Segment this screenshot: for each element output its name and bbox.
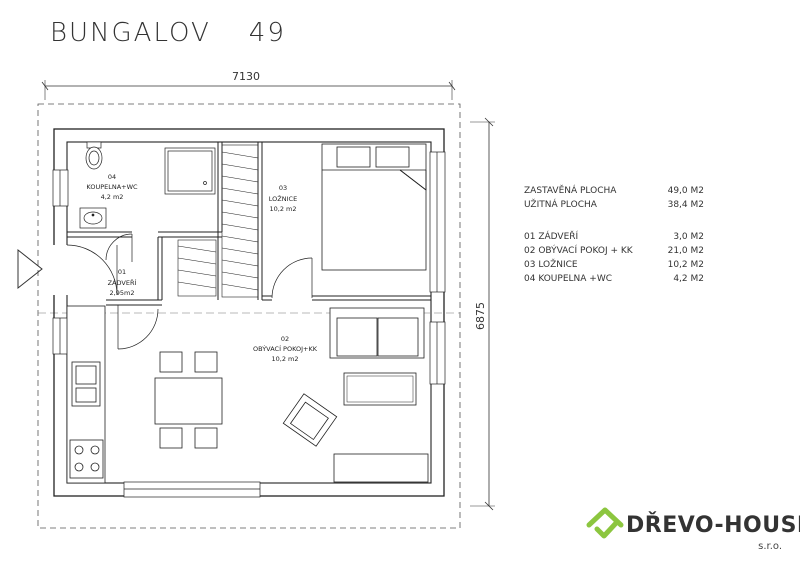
summary-room-value: 3,0 M2 <box>673 232 704 242</box>
width-dimension: 7130 <box>232 70 260 83</box>
room-name-hall: ZÁDVEŘÍ <box>108 278 137 287</box>
depth-dimension: 6875 <box>474 302 487 330</box>
coffee-table <box>343 372 417 406</box>
room-code-bedroom: 03 <box>279 184 287 192</box>
plan-title: BUNGALOV 49 <box>50 18 286 48</box>
logo-brand: DŘEVO-HOUSE <box>626 513 800 538</box>
entrance-arrow-icon <box>17 248 43 290</box>
room-name-living: OBÝVACÍ POKOJ+KK <box>253 344 318 353</box>
roof-outline <box>37 103 461 529</box>
summary-usable-label: UŽITNÁ PLOCHA <box>524 200 597 210</box>
summary-room-label: 01 ZÁDVEŘÍ <box>524 232 579 242</box>
room-code-bathroom: 04 <box>108 173 116 181</box>
plan-title-name: BUNGALOV <box>50 18 211 48</box>
room-code-hall: 01 <box>118 268 126 276</box>
summary-built-value: 49,0 M2 <box>667 186 704 196</box>
logo-sub: s.r.o. <box>758 541 782 552</box>
sofa <box>329 307 425 359</box>
windows <box>52 151 446 498</box>
area-summary: ZASTAVĚNÁ PLOCHA 49,0 M2 UŽITNÁ PLOCHA 3… <box>524 184 704 286</box>
room-area-bathroom: 4,2 m2 <box>101 193 124 201</box>
summary-room-value: 4,2 M2 <box>673 274 704 284</box>
plan-title-number: 49 <box>248 18 286 48</box>
summary-built-label: ZASTAVĚNÁ PLOCHA <box>524 186 617 196</box>
room-code-living: 02 <box>281 335 289 343</box>
summary-row-usable: UŽITNÁ PLOCHA 38,4 M2 <box>524 198 704 212</box>
armchair <box>282 393 338 447</box>
tv-unit <box>333 453 429 483</box>
house-check-icon <box>586 507 624 539</box>
summary-room-label: 02 OBÝVACÍ POKOJ + KK <box>524 246 633 256</box>
summary-room-value: 10,2 M2 <box>667 260 704 270</box>
kitchen-counter <box>66 305 106 484</box>
room-area-bedroom: 10,2 m2 <box>269 205 296 213</box>
double-bed <box>321 143 427 271</box>
summary-room-label: 04 KOUPELNA +WC <box>524 274 612 284</box>
summary-row-room: 02 OBÝVACÍ POKOJ + KK 21,0 M2 <box>524 244 704 258</box>
room-labels: 04 KOUPELNA+WC 4,2 m2 03 LOŽNICE 10,2 m2… <box>86 173 317 363</box>
summary-room-label: 03 LOŽNICE <box>524 260 578 270</box>
dining-set <box>154 351 223 449</box>
room-area-living: 10,2 m2 <box>271 355 298 363</box>
doors <box>66 233 313 350</box>
room-name-bedroom: LOŽNICE <box>269 194 297 203</box>
summary-row-room: 04 KOUPELNA +WC 4,2 M2 <box>524 272 704 286</box>
room-area-hall: 2,95m2 <box>110 289 135 297</box>
summary-room-value: 21,0 M2 <box>667 246 704 256</box>
company-logo: DŘEVO-HOUSE s.r.o. <box>584 503 800 559</box>
cooktop-icon <box>69 439 104 479</box>
room-name-bathroom: KOUPELNA+WC <box>86 183 138 191</box>
summary-row-built: ZASTAVĚNÁ PLOCHA 49,0 M2 <box>524 184 704 198</box>
bathroom-fixtures <box>79 141 216 229</box>
summary-usable-value: 38,4 M2 <box>667 200 704 210</box>
wardrobe <box>177 144 259 298</box>
summary-row-room: 03 LOŽNICE 10,2 M2 <box>524 258 704 272</box>
summary-row-room: 01 ZÁDVEŘÍ 3,0 M2 <box>524 230 704 244</box>
